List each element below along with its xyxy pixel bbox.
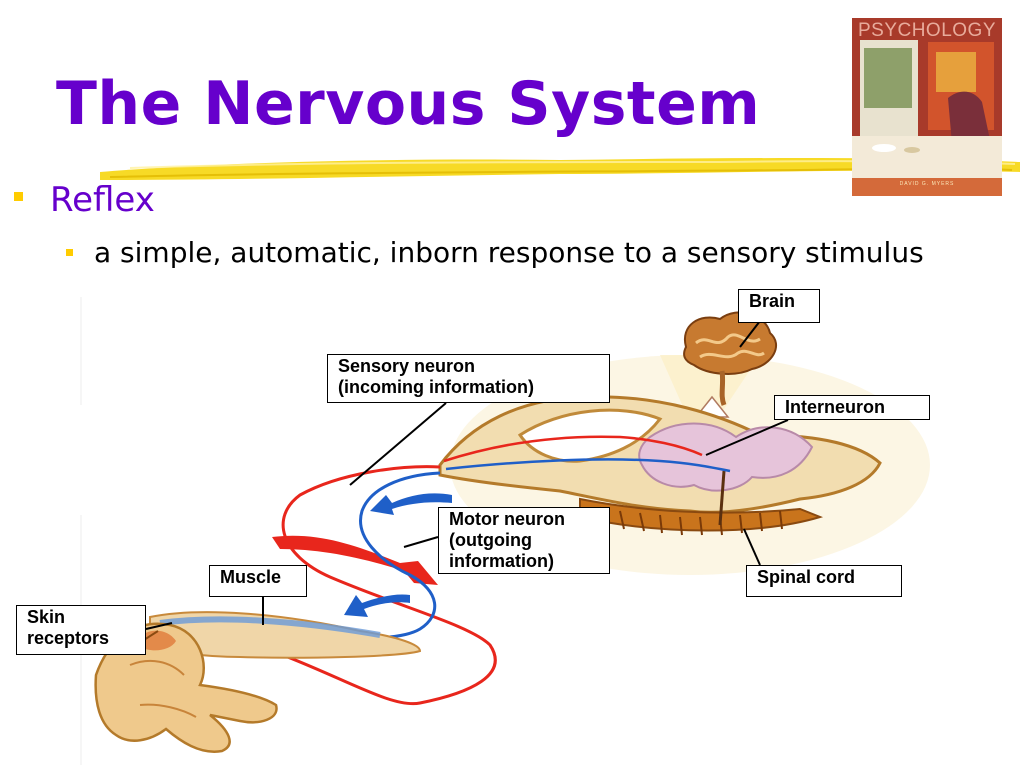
label-motor-line-3: information) (449, 551, 554, 571)
motor-neuron-inner (445, 458, 731, 473)
label-sensory-neuron: Sensory neuron (incoming information) (327, 354, 610, 403)
label-muscle: Muscle (209, 565, 307, 597)
arm-muscle (149, 611, 422, 659)
bullet-reflex: Reflex (50, 180, 155, 220)
label-brain: Brain (738, 289, 820, 323)
label-skin-receptors: Skin receptors (16, 605, 146, 655)
cover-band (852, 178, 1002, 196)
cover-view (936, 52, 976, 92)
square-bullet-icon (66, 249, 73, 256)
motor-arrow-bottom (344, 594, 410, 617)
motor-arrow-top (370, 493, 452, 515)
leader-sensory (349, 402, 447, 486)
brain-illustration (683, 311, 777, 406)
slide-title: The Nervous System (56, 69, 761, 139)
book-cover-title: PSYCHOLOGY (857, 20, 997, 41)
label-sensory-line-1: Sensory neuron (338, 356, 476, 376)
cord-central-canal (718, 470, 726, 526)
book-cover-author: DAVID G. MYERS (899, 181, 955, 187)
cover-figure (948, 91, 990, 144)
leader-skin (145, 622, 173, 630)
sensory-neuron-path (169, 465, 497, 706)
cover-table (852, 136, 1002, 180)
leader-brain (739, 320, 761, 348)
leader-interneuron (705, 419, 789, 456)
arm-illustration (94, 611, 422, 753)
sensory-arrow (272, 535, 438, 585)
label-sensory-line-2: (incoming information) (338, 377, 534, 397)
cover-plate-left (872, 144, 896, 152)
label-skin-line-1: Skin (27, 607, 66, 627)
leader-motor (403, 536, 439, 548)
hand (94, 622, 278, 753)
bullet-reflex-definition: a simple, automatic, inborn response to … (94, 236, 924, 269)
brain-shape (683, 311, 777, 375)
cover-garden (864, 48, 912, 108)
book-cover-painting (852, 18, 1002, 196)
label-spinal-cord: Spinal cord (746, 565, 902, 597)
hand-creases (129, 659, 197, 718)
psychology-book-cover: PSYCHOLOGY DAVID G. MYERS (852, 18, 1002, 196)
gray-matter (638, 422, 814, 492)
label-muscle-line: Muscle (220, 567, 282, 587)
label-spinal-cord-line: Spinal cord (757, 567, 856, 587)
label-brain-line: Brain (749, 291, 796, 311)
brain-folds (695, 333, 765, 359)
skin-patch (140, 630, 176, 651)
label-motor-line-2: (outgoing (449, 530, 532, 550)
label-motor-neuron: Motor neuron (outgoing information) (438, 507, 610, 574)
label-interneuron: Interneuron (774, 395, 930, 420)
leader-spinal-cord (743, 528, 761, 566)
label-motor-line-1: Motor neuron (449, 509, 565, 529)
label-interneuron-line: Interneuron (785, 397, 886, 417)
label-skin-line-2: receptors (27, 628, 110, 648)
cover-plate-right (904, 147, 920, 153)
cord-lower-band (579, 497, 824, 532)
sensory-neuron-inner (443, 435, 703, 463)
brain-stem (719, 370, 727, 406)
square-bullet-icon (14, 192, 23, 201)
